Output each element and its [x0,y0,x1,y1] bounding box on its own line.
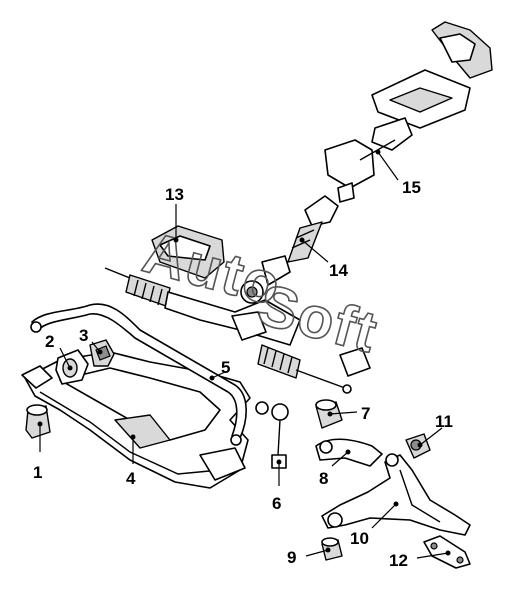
callout-3: 3 [79,326,88,345]
rack-mounting-bracket [151,225,225,279]
leader-lines [37,149,451,559]
callout-13: 13 [165,185,184,204]
stabilizer-link [255,401,289,469]
lower-control-arm [321,453,471,536]
callout-15: 15 [402,178,421,197]
callout-labels: 1 2 3 4 5 6 7 8 9 10 11 12 13 14 15 [33,178,453,570]
callout-8: 8 [319,469,328,488]
steering-column [324,21,493,203]
callout-12: 12 [389,551,408,570]
stabilizer-bar [30,303,247,446]
callout-9: 9 [287,548,296,567]
callout-7: 7 [361,404,370,423]
callout-4: 4 [126,469,136,488]
steering-rack [104,267,371,394]
front-subframe [21,351,251,489]
bushing-9 [321,537,343,561]
subframe-bushing-1 [25,404,51,439]
callout-2: 2 [45,332,54,351]
callout-5: 5 [221,358,230,377]
callout-10: 10 [350,529,369,548]
callout-6: 6 [272,494,281,513]
callout-11: 11 [435,412,453,431]
callout-14: 14 [329,261,348,280]
callout-1: 1 [33,463,42,482]
